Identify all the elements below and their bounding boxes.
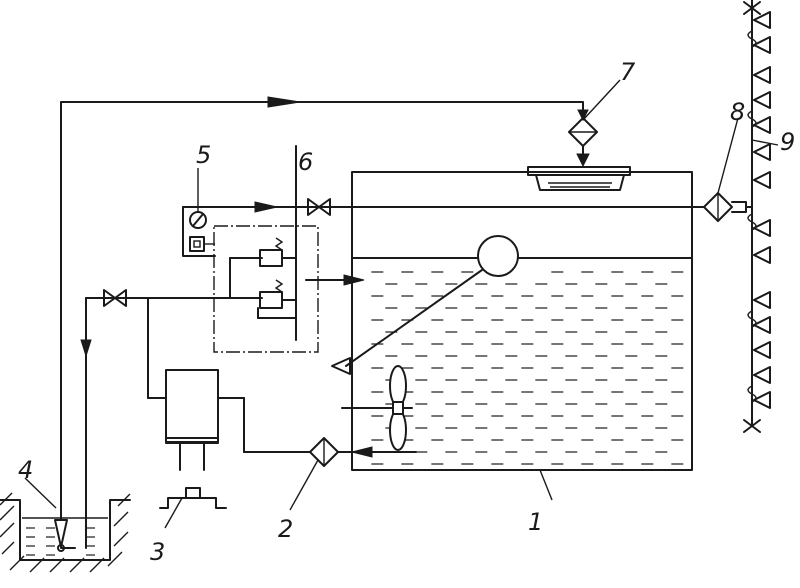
spray-feed-line (307, 198, 705, 216)
spray-jet-icon (747, 310, 757, 328)
float-ball-icon (477, 235, 519, 277)
spray-nozzle-icon (753, 116, 771, 134)
spray-nozzle-icon (753, 36, 771, 54)
leader-lines (24, 79, 779, 529)
spray-jet-icon (747, 213, 757, 231)
pump-delivery-line (80, 289, 231, 549)
label-1: 1 (528, 508, 543, 536)
pump-unit (159, 369, 311, 509)
spray-nozzles (747, 11, 771, 409)
suction-strainer (54, 519, 76, 552)
label-2: 2 (278, 515, 293, 543)
label-3: 3 (150, 538, 165, 566)
agitator-propeller (341, 365, 413, 451)
label-6: 6 (298, 148, 313, 176)
spray-nozzle-icon (753, 366, 771, 384)
spray-nozzle-icon (753, 11, 771, 29)
label-9: 9 (780, 128, 795, 156)
spray-nozzle-icon (753, 171, 771, 189)
return-line (60, 96, 589, 521)
relief-valve-upper (259, 249, 283, 267)
valve-block (213, 145, 365, 353)
tank-inlet-dish (527, 166, 631, 191)
spray-nozzle-icon (753, 143, 771, 161)
sump-pit (0, 492, 131, 573)
filter-7 (568, 117, 598, 168)
label-5: 5 (196, 141, 211, 169)
tank-water-surface (371, 271, 684, 465)
label-7: 7 (620, 58, 636, 86)
spray-nozzle-icon (753, 341, 771, 359)
spray-nozzle-icon (753, 246, 771, 264)
spray-nozzle-icon (753, 291, 771, 309)
relief-valve-lower (259, 291, 283, 309)
spray-jet-icon (747, 30, 757, 48)
valve-icon (307, 198, 331, 216)
spray-nozzle-icon (753, 219, 771, 237)
pressure-switch-icon (189, 236, 205, 252)
spray-nozzle-icon (753, 91, 771, 109)
spray-manifold (743, 0, 771, 433)
label-8: 8 (730, 98, 745, 126)
instrument-panel (182, 201, 309, 257)
spray-jet-icon (747, 110, 757, 128)
float-linkage (331, 235, 519, 375)
left-valve-icon (103, 289, 127, 307)
spray-nozzle-icon (753, 66, 771, 84)
pit-water-surface (26, 527, 95, 556)
spray-nozzle-icon (753, 391, 771, 409)
spray-nozzle-icon (753, 316, 771, 334)
label-4: 4 (18, 456, 33, 484)
filter-8 (703, 192, 753, 222)
spray-jet-icon (747, 385, 757, 403)
flow-arrow (267, 96, 301, 108)
number-labels: 1 2 3 4 5 6 7 8 9 (18, 58, 795, 566)
filter-2 (309, 437, 417, 467)
